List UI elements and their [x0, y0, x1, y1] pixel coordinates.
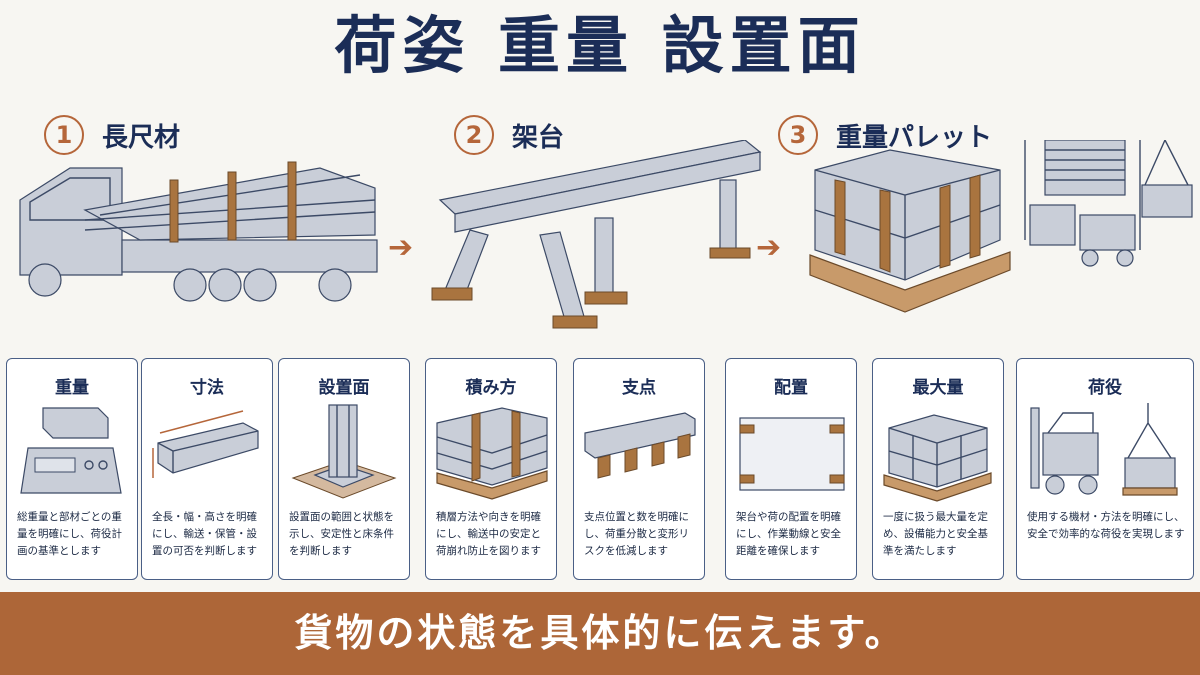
step-long-material: 1 長尺材 — [44, 112, 180, 158]
layout-plan-icon — [739, 417, 845, 491]
card-description: 一度に扱う最大量を定め、設備能力と安全基準を満たします — [883, 511, 988, 557]
truck-illustration — [19, 161, 378, 302]
step-number: 1 — [44, 115, 84, 155]
card-title: 支点 — [622, 378, 656, 398]
card-description: 支点位置と数を明確にし、荷重分散と変形リスクを低減します — [584, 511, 689, 557]
step-label: 長尺材 — [102, 122, 181, 153]
forklift-crane-icon — [1030, 403, 1178, 496]
card-title: 重量 — [55, 378, 89, 398]
card-cargo-handling: 荷役 使用する機材・方法を明確にし、安全で効率的な荷役を実現します — [1016, 358, 1194, 580]
stacked-beams-icon — [436, 407, 548, 500]
warehouse-illustration — [1024, 140, 1193, 267]
card-layout: 配置 架台や荷の配置を明確にし、作業動線と安全距離を確保します — [725, 358, 857, 580]
step-heavy-pallet: 3 重量パレット — [778, 112, 992, 158]
card-description: 総重量と部材ごとの重量を明確にし、荷役計画の基準とします — [17, 511, 122, 557]
card-title: 配置 — [774, 378, 808, 398]
card-title: 荷役 — [1088, 378, 1122, 398]
card-maximum-quantity: 最大量 一度に扱う最大量を定め、設備能力と安全基準を満たします — [872, 358, 1004, 580]
card-dimensions: 寸法 全長・幅・高さを明確にし、輸送・保管・設置の可否を判断します — [141, 358, 273, 580]
step-number: 2 — [454, 115, 494, 155]
card-title: 設置面 — [318, 378, 370, 398]
arrow-icon: ➔ — [756, 230, 782, 265]
card-description: 設置面の範囲と状態を示し、安定性と床条件を判断します — [289, 511, 394, 557]
card-description: 使用する機材・方法を明確にし、安全で効率的な荷役を実現します — [1027, 511, 1185, 540]
frame-illustration — [431, 140, 762, 329]
column-base-icon — [291, 404, 397, 499]
arrow-icon: ➔ — [388, 230, 414, 265]
step-label: 架台 — [512, 122, 565, 153]
card-support-points: 支点 支点位置と数を明確にし、荷重分散と変形リスクを低減します — [573, 358, 705, 580]
step-label: 重量パレット — [836, 122, 993, 153]
scale-icon — [20, 407, 122, 494]
pallet-boxes-icon — [883, 414, 992, 502]
step-number: 3 — [778, 115, 818, 155]
beam-supports-icon — [584, 412, 696, 479]
card-title: 最大量 — [912, 378, 964, 398]
card-title: 積み方 — [465, 378, 517, 398]
footer-banner: 貨物の状態を具体的に伝えます。 — [0, 592, 1200, 675]
pallet-illustration — [809, 149, 1011, 313]
card-installation-surface: 設置面 設置面の範囲と状態を示し、安定性と床条件を判断します — [278, 358, 410, 580]
card-title: 寸法 — [190, 378, 224, 398]
step-frame: 2 架台 — [454, 112, 564, 158]
card-weight: 重量 総重量と部材ごとの重量を明確にし、荷役計画の基準とします — [6, 358, 138, 580]
page-title: 荷姿 重量 設置面 — [334, 9, 866, 82]
dimension-icon — [152, 410, 259, 478]
card-description: 全長・幅・高さを明確にし、輸送・保管・設置の可否を判断します — [152, 511, 257, 557]
card-description: 架台や荷の配置を明確にし、作業動線と安全距離を確保します — [736, 511, 841, 557]
card-stacking: 積み方 積層方法や向きを明確にし、輸送中の安定と荷崩れ防止を図ります — [425, 358, 557, 580]
illustration-scene — [19, 140, 1193, 329]
card-description: 積層方法や向きを明確にし、輸送中の安定と荷崩れ防止を図ります — [436, 511, 541, 557]
